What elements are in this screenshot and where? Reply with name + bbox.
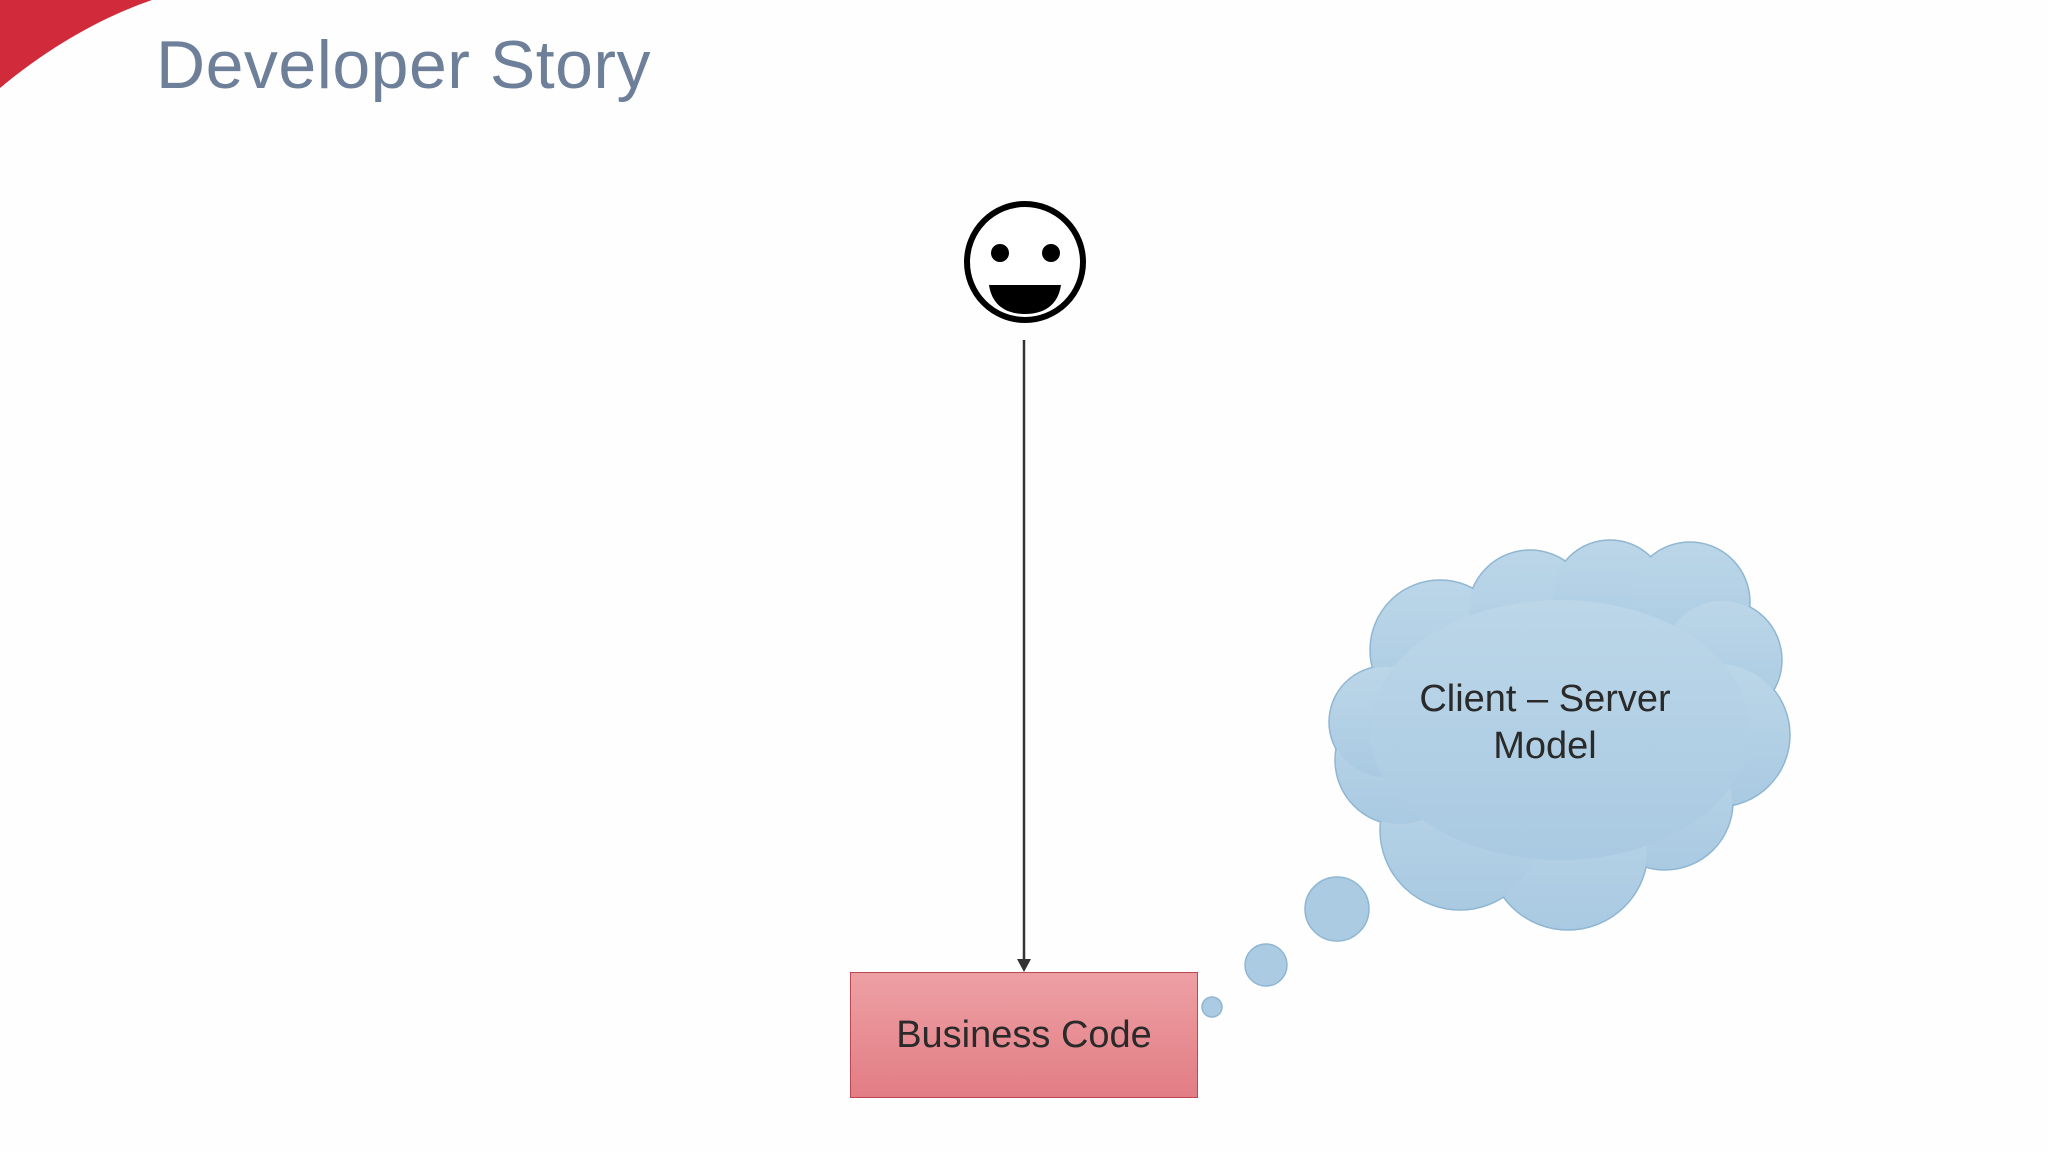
thought-cloud-line-1: Client – Server bbox=[1419, 678, 1671, 720]
arrow-actor-to-business bbox=[1017, 340, 1031, 972]
smiley-face-icon bbox=[964, 201, 1086, 323]
corner-swoosh-decoration bbox=[0, 0, 152, 88]
thought-bubbles bbox=[1201, 876, 1370, 1018]
thought-cloud-label: Client – Server Model bbox=[1350, 676, 1740, 770]
thought-cloud-line-2: Model bbox=[1493, 725, 1597, 767]
slide-title: Developer Story bbox=[156, 27, 652, 103]
thought-cloud-shape bbox=[1328, 539, 1791, 931]
business-code-box: Business Code bbox=[850, 972, 1198, 1098]
business-code-label: Business Code bbox=[896, 1013, 1152, 1056]
